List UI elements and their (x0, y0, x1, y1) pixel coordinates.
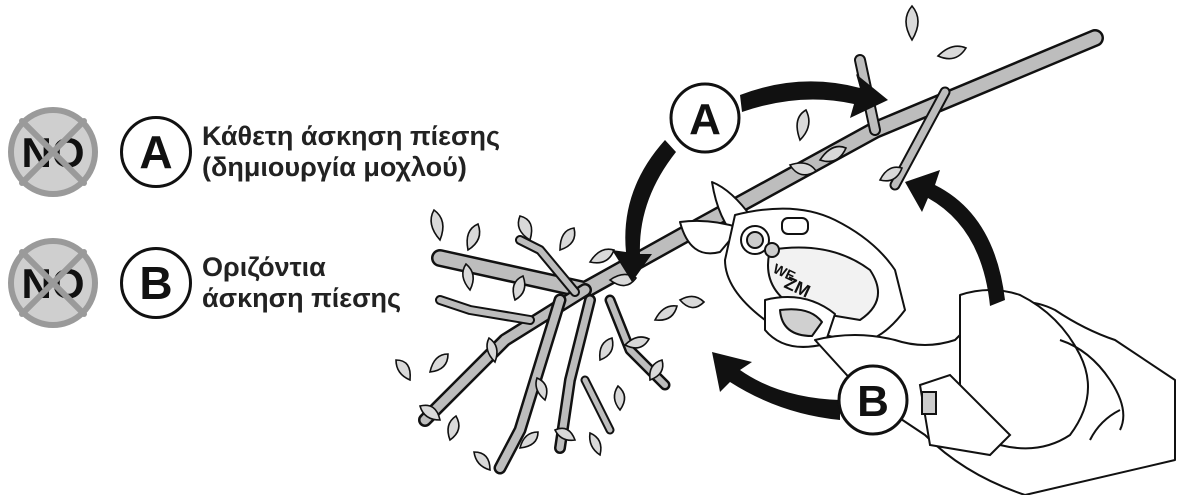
arrow-b-bottom (712, 352, 840, 420)
arrow-a-left (612, 140, 676, 282)
arrow-b-right (905, 170, 1005, 306)
label-a-text: A (689, 95, 721, 144)
label-a: A (671, 84, 739, 152)
pruner-tool: ZM WE (680, 182, 905, 347)
label-b: B (839, 366, 907, 434)
label-b-text: B (857, 377, 889, 426)
